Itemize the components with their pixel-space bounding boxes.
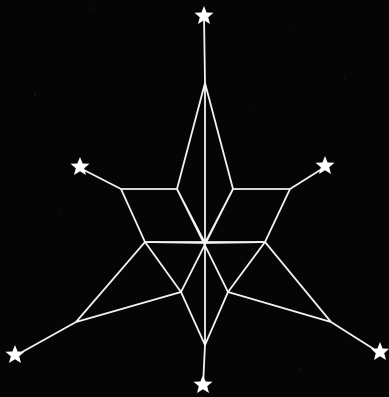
ray-top <box>204 16 205 83</box>
